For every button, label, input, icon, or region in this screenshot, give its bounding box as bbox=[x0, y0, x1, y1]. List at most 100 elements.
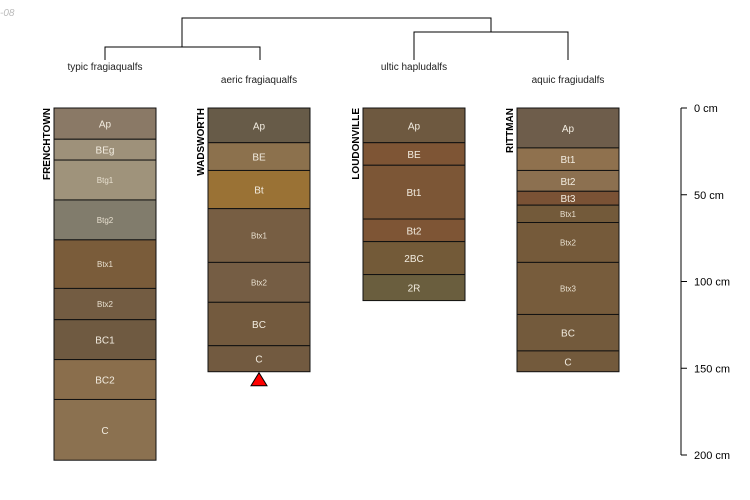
horizon-label: Btx1 bbox=[251, 232, 268, 241]
horizon-btx2: Btx2 bbox=[516, 222, 620, 263]
horizon-btx2: Btx2 bbox=[53, 287, 157, 321]
horizon-c: C bbox=[516, 350, 620, 373]
horizon-rect bbox=[362, 241, 466, 276]
horizon-rect bbox=[207, 301, 311, 347]
horizon-rect bbox=[207, 345, 311, 373]
horizon-rect bbox=[207, 142, 311, 171]
horizon-btg1: Btg1 bbox=[53, 159, 157, 201]
horizon-label: BEg bbox=[96, 146, 115, 157]
horizon-btx3: Btx3 bbox=[516, 261, 620, 315]
taxon-label: ultic hapludalfs bbox=[381, 62, 447, 73]
profile-name: RITTMAN bbox=[505, 108, 516, 153]
profile-name: LOUDONVILLE bbox=[351, 108, 362, 180]
horizon-bt1: Bt1 bbox=[362, 164, 466, 220]
horizon-rect bbox=[53, 287, 157, 321]
horizon-label: BE bbox=[252, 153, 266, 164]
horizon-label: Btx1 bbox=[560, 210, 577, 219]
horizon-rect bbox=[362, 107, 466, 144]
horizon-c: C bbox=[207, 345, 311, 373]
horizon-label: BC bbox=[561, 329, 575, 340]
axis-tick-label: 150 cm bbox=[694, 363, 730, 375]
horizon-rect bbox=[207, 169, 311, 210]
taxon-label: aquic fragiudalfs bbox=[532, 75, 605, 86]
horizon-btx1: Btx1 bbox=[516, 204, 620, 224]
horizon-label: Btg2 bbox=[97, 216, 114, 225]
taxon-label: typic fragiaqualfs bbox=[67, 62, 142, 73]
horizon-label: BC bbox=[252, 320, 266, 331]
horizon-label: 2BC bbox=[404, 254, 423, 265]
horizon-label: Ap bbox=[253, 121, 266, 132]
horizon-label: Btx2 bbox=[97, 300, 114, 309]
horizon-rect bbox=[516, 107, 620, 149]
horizon-label: Ap bbox=[408, 121, 421, 132]
horizon-rect bbox=[516, 261, 620, 315]
horizon-beg: BEg bbox=[53, 138, 157, 161]
axis-tick-label: 100 cm bbox=[694, 277, 730, 289]
taxon-label: aeric fragiaqualfs bbox=[221, 75, 297, 86]
horizon-label: BC2 bbox=[95, 376, 115, 387]
red-triangle-marker-icon bbox=[250, 371, 268, 387]
horizon-bc: BC bbox=[207, 301, 311, 347]
axis-tick-label: 50 cm bbox=[694, 190, 724, 202]
horizon-label: Btg1 bbox=[97, 176, 114, 185]
axis-tick-label: 0 cm bbox=[694, 103, 718, 115]
horizon-rect bbox=[362, 164, 466, 220]
horizon-bt: Bt bbox=[207, 169, 311, 210]
dendrogram-left-branch bbox=[104, 46, 261, 60]
horizon-bt2: Bt2 bbox=[516, 169, 620, 192]
horizon-label: Bt1 bbox=[406, 188, 421, 199]
horizon-2bc: 2BC bbox=[362, 241, 466, 276]
corner-text: -08 bbox=[0, 8, 15, 19]
axis-tick-label: 200 cm bbox=[694, 450, 730, 462]
horizon-rect bbox=[207, 107, 311, 144]
horizon-btg2: Btg2 bbox=[53, 199, 157, 241]
horizon-bt1: Bt1 bbox=[516, 147, 620, 171]
horizon-ap: Ap bbox=[207, 107, 311, 144]
horizon-rect bbox=[53, 199, 157, 241]
horizon-btx1: Btx1 bbox=[53, 239, 157, 289]
horizon-btx1: Btx1 bbox=[207, 208, 311, 263]
horizon-label: Ap bbox=[562, 124, 575, 135]
horizon-label: Btx3 bbox=[560, 284, 577, 293]
horizon-2r: 2R bbox=[362, 274, 466, 302]
depth-axis: 0 cm 50 cm 100 cm 150 cm 200 cm bbox=[680, 103, 730, 462]
horizon-bt3: Bt3 bbox=[516, 190, 620, 206]
horizon-rect bbox=[53, 398, 157, 461]
horizon-bc2: BC2 bbox=[53, 359, 157, 400]
horizon-rect bbox=[53, 239, 157, 289]
horizon-btx2: Btx2 bbox=[207, 261, 311, 303]
horizon-label: Bt1 bbox=[560, 155, 575, 166]
horizon-label: BE bbox=[407, 150, 421, 161]
horizon-rect bbox=[516, 313, 620, 352]
horizon-ap: Ap bbox=[53, 107, 157, 140]
horizon-rect bbox=[516, 222, 620, 263]
horizon-ap: Ap bbox=[516, 107, 620, 149]
dendrogram-right-branch bbox=[413, 31, 569, 60]
horizon-label: Btx2 bbox=[560, 238, 577, 247]
horizon-label: Btx2 bbox=[251, 278, 268, 287]
horizon-label: C bbox=[255, 355, 262, 366]
horizon-label: C bbox=[564, 357, 571, 368]
profile-name: WADSWORTH bbox=[196, 108, 207, 176]
horizon-label: Bt2 bbox=[560, 177, 575, 188]
profile-name: FRENCHTOWN bbox=[42, 108, 53, 180]
horizon-c: C bbox=[53, 398, 157, 461]
horizon-label: 2R bbox=[408, 284, 421, 295]
horizon-be: BE bbox=[362, 142, 466, 166]
horizon-rect bbox=[53, 319, 157, 361]
horizon-bt2: Bt2 bbox=[362, 218, 466, 243]
horizon-rect bbox=[362, 274, 466, 302]
dendrogram bbox=[104, 17, 569, 60]
horizon-bc1: BC1 bbox=[53, 319, 157, 361]
horizon-label: Bt bbox=[254, 186, 264, 197]
horizon-label: Btx1 bbox=[97, 260, 114, 269]
horizon-label: BC1 bbox=[95, 336, 115, 347]
horizon-rect bbox=[516, 350, 620, 373]
horizon-label: Ap bbox=[99, 120, 112, 131]
horizon-bc: BC bbox=[516, 313, 620, 352]
horizon-ap: Ap bbox=[362, 107, 466, 144]
